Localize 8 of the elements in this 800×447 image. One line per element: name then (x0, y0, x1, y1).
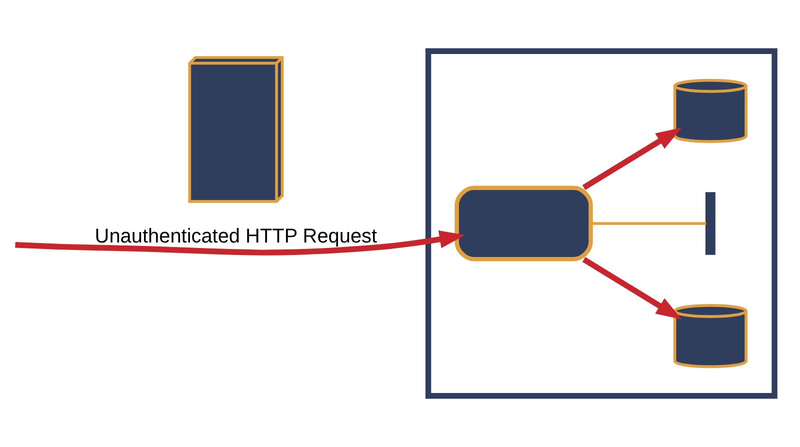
connector (591, 222, 706, 225)
node-bar (705, 192, 716, 255)
edge-label: Unauthenticated HTTP Request (94, 225, 378, 248)
arrow (15, 230, 466, 256)
arrow (582, 256, 682, 320)
arrow (582, 128, 682, 190)
cluster (425, 48, 778, 399)
node-box (454, 186, 593, 262)
